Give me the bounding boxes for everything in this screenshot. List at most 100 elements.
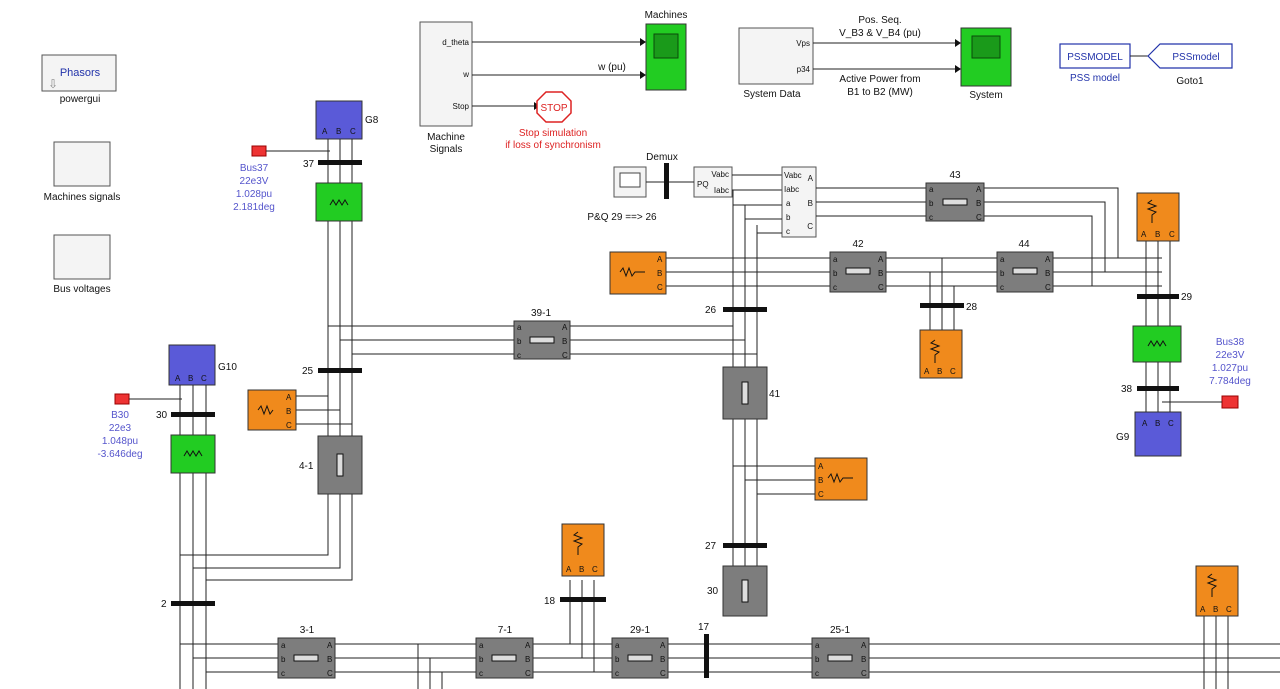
svg-text:B: B	[336, 127, 341, 136]
bus-28[interactable]	[920, 303, 964, 308]
vi-a: a	[786, 199, 791, 208]
line-25-1[interactable]	[811, 637, 870, 679]
line-39-1[interactable]	[513, 320, 571, 360]
bus37-line-1: Bus37	[240, 163, 269, 174]
w-pu-label: w (pu)	[597, 62, 626, 73]
demux-bar[interactable]	[664, 163, 669, 199]
load-18[interactable]	[561, 523, 605, 577]
vi-measurement-block[interactable]: Vabc Iabc a b c A B C	[781, 166, 817, 238]
line-7-1[interactable]	[475, 637, 534, 679]
svg-text:B: B	[1155, 419, 1160, 428]
pss-model-block[interactable]: PSSMODEL	[1059, 43, 1131, 69]
transformer-g10[interactable]	[170, 434, 216, 474]
bus30-num: 30	[156, 410, 168, 421]
svg-text:A: A	[660, 641, 666, 650]
line-41[interactable]	[722, 366, 768, 420]
svg-text:c: c	[281, 669, 285, 678]
line-4-1[interactable]	[317, 435, 363, 495]
bus-37[interactable]	[318, 160, 362, 165]
svg-text:b: b	[517, 337, 522, 346]
system-scope-label: System	[969, 90, 1002, 101]
svg-text:B: B	[878, 269, 883, 278]
generator-g9[interactable]	[1134, 411, 1182, 457]
bus-2[interactable]	[171, 601, 215, 606]
bus-29[interactable]	[1137, 294, 1179, 299]
powergui-block[interactable]: Phasors ⇩	[41, 54, 117, 92]
machines-scope[interactable]	[645, 23, 687, 91]
line-44[interactable]	[996, 251, 1054, 293]
arrow-icon	[955, 65, 961, 73]
svg-text:A: A	[562, 323, 568, 332]
pq-calc-block[interactable]: Vabc PQ Iabc	[693, 166, 733, 198]
svg-text:B: B	[525, 655, 530, 664]
svg-text:C: C	[1169, 230, 1175, 239]
powergui-label: powergui	[60, 94, 101, 105]
svg-text:A: A	[175, 374, 181, 383]
load-26[interactable]	[609, 251, 667, 295]
transformer-g9[interactable]	[1132, 325, 1182, 363]
arrow-icon	[640, 38, 646, 46]
stop-sign-block[interactable]: STOP	[536, 91, 572, 123]
bus37-line-2: 22e3V	[240, 176, 269, 187]
arrow-icon	[955, 39, 961, 47]
svg-text:A: A	[286, 393, 292, 402]
bus-25[interactable]	[318, 368, 362, 373]
stop-text-2: if loss of synchronism	[505, 140, 601, 151]
bus-18[interactable]	[560, 597, 606, 602]
bus38-flag-icon	[1221, 395, 1239, 409]
line-30[interactable]	[722, 565, 768, 617]
load-25[interactable]	[247, 389, 297, 431]
load-28[interactable]	[919, 329, 963, 379]
system-data-block[interactable]: Vps p34	[738, 27, 814, 85]
goto-block[interactable]: PSSmodel	[1147, 43, 1233, 69]
vi-iabc: Iabc	[784, 185, 799, 194]
bus37-line-4: 2.181deg	[233, 202, 275, 213]
svg-text:B: B	[327, 655, 332, 664]
svg-text:b: b	[815, 655, 820, 664]
pq-vabc: Vabc	[711, 170, 729, 179]
transformer-g8[interactable]	[315, 182, 363, 222]
bus-17[interactable]	[704, 634, 709, 678]
machines-signals-block[interactable]	[53, 141, 111, 187]
line-29-1[interactable]	[611, 637, 669, 679]
svg-text:A: A	[818, 462, 824, 471]
stop-sign-label: STOP	[540, 103, 567, 114]
bus-27[interactable]	[723, 543, 767, 548]
system-scope[interactable]	[960, 27, 1012, 87]
svg-text:A: A	[1200, 605, 1206, 614]
load-right[interactable]	[1195, 565, 1239, 617]
bus28-num: 28	[966, 302, 978, 313]
load-41[interactable]	[814, 457, 868, 501]
vi-vabc: Vabc	[784, 171, 802, 180]
svg-text:A: A	[1141, 230, 1147, 239]
down-arrow-icon: ⇩	[48, 77, 58, 91]
bus38-line-3: 1.027pu	[1212, 363, 1248, 374]
port-letters: a b c A B C a b c A B C a b c A B C a b …	[175, 127, 1232, 678]
machine-signals-block[interactable]: d_theta w Stop	[419, 21, 473, 127]
bus-30[interactable]	[171, 412, 215, 417]
g9-label: G9	[1116, 432, 1130, 443]
svg-text:B: B	[976, 199, 981, 208]
svg-text:C: C	[878, 283, 884, 292]
bus-38[interactable]	[1137, 386, 1179, 391]
bus29-num: 29	[1181, 292, 1193, 303]
generator-g10[interactable]	[168, 344, 216, 386]
line-3-1[interactable]	[277, 637, 336, 679]
svg-text:b: b	[479, 655, 484, 664]
stop-text-1: Stop simulation	[519, 128, 587, 139]
line-42[interactable]	[829, 251, 887, 293]
svg-text:b: b	[615, 655, 620, 664]
load-29[interactable]	[1136, 192, 1180, 242]
svg-text:a: a	[479, 641, 484, 650]
line-43[interactable]	[925, 182, 985, 222]
generator-g8[interactable]	[315, 100, 363, 140]
bus-voltages-block[interactable]	[53, 234, 111, 280]
bus38-num: 38	[1121, 384, 1133, 395]
pq-scope[interactable]	[613, 166, 647, 198]
svg-text:C: C	[286, 421, 292, 430]
port-vps: Vps	[796, 39, 810, 48]
bus18-num: 18	[544, 596, 556, 607]
bus37-line-3: 1.028pu	[236, 189, 272, 200]
bus-26[interactable]	[723, 307, 767, 312]
goto-label: Goto1	[1176, 76, 1204, 87]
